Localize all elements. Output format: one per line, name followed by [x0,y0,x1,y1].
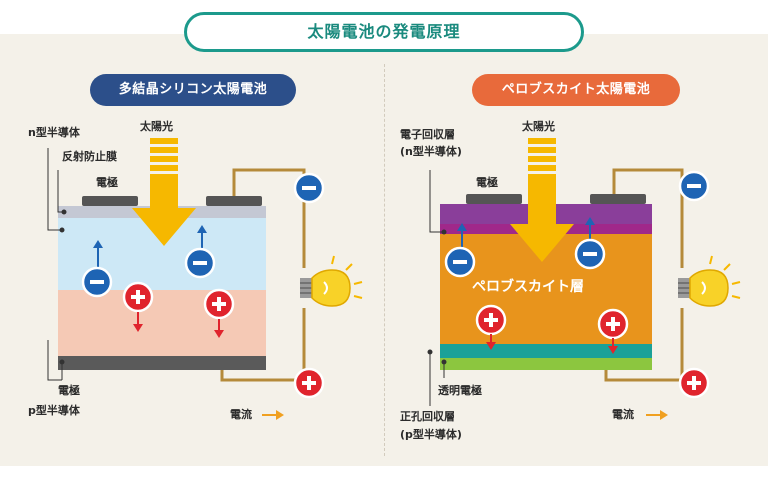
sunlight-arrow-icon [132,138,196,246]
top-electrode-left [466,194,522,204]
electron-group-left [81,225,216,298]
label-hole-transport-layer: 正孔回収層 [400,410,455,423]
label-perovskite-layer: ペロブスカイト層 [472,279,584,295]
minus-sign-icon [184,247,216,279]
bottom-electrode [58,356,266,370]
circuit-wire-right [604,168,684,382]
main-title: 太陽電池の発電原理 [184,12,584,52]
label-p-type-semiconductor: (p型半導体) [400,428,462,441]
label-sunlight: 太陽光 [140,120,173,133]
hole-group-right [475,304,629,354]
top-electrode-right [206,196,262,206]
leader-lines-left [47,148,67,381]
current-arrow-icon [646,410,668,420]
label-transparent-electrode: 透明電極 [438,384,482,397]
top-electrode-right [590,194,646,204]
minus-sign-icon [81,266,113,298]
circuit-wire-left [220,168,306,382]
sunlight-arrow-icon [510,138,574,262]
label-electrode-top: 電極 [476,176,498,189]
label-electrode-bottom: 電極 [58,384,80,397]
leader-lines-right [427,170,447,406]
label-n-type-semiconductor: (n型半導体) [400,145,462,158]
label-electrode-top: 電極 [96,176,118,189]
plus-sign-icon [597,308,629,340]
label-n-type: n型半導体 [28,126,80,139]
label-p-type: p型半導体 [28,404,80,417]
label-electron-transport-layer: 電子回収層 [400,128,455,141]
minus-sign-icon [293,172,325,204]
label-current: 電流 [612,408,634,421]
hole-group-left [122,281,235,338]
silicon-cell-heading: 多結晶シリコン太陽電池 [90,74,296,106]
hole-transport-layer [440,344,652,358]
light-bulb-icon [300,255,363,307]
label-current: 電流 [230,408,252,421]
plus-sign-icon [678,367,710,399]
plus-sign-icon [293,367,325,399]
minus-sign-icon [574,238,606,270]
minus-sign-icon [678,170,710,202]
label-sunlight: 太陽光 [522,120,555,133]
panel-divider [384,64,385,456]
plus-sign-icon [203,288,235,320]
plus-sign-icon [122,281,154,313]
perovskite-cell-heading: ペロブスカイト太陽電池 [472,74,680,106]
top-electrode-left [82,196,138,206]
plus-sign-icon [475,304,507,336]
p-type-layer [58,290,266,356]
minus-sign-icon [444,246,476,278]
transparent-electrode-layer [440,358,652,370]
light-bulb-icon [678,255,741,307]
label-anti-reflection: 反射防止膜 [62,150,117,163]
current-arrow-icon [262,410,284,420]
electron-group-right [444,217,606,278]
